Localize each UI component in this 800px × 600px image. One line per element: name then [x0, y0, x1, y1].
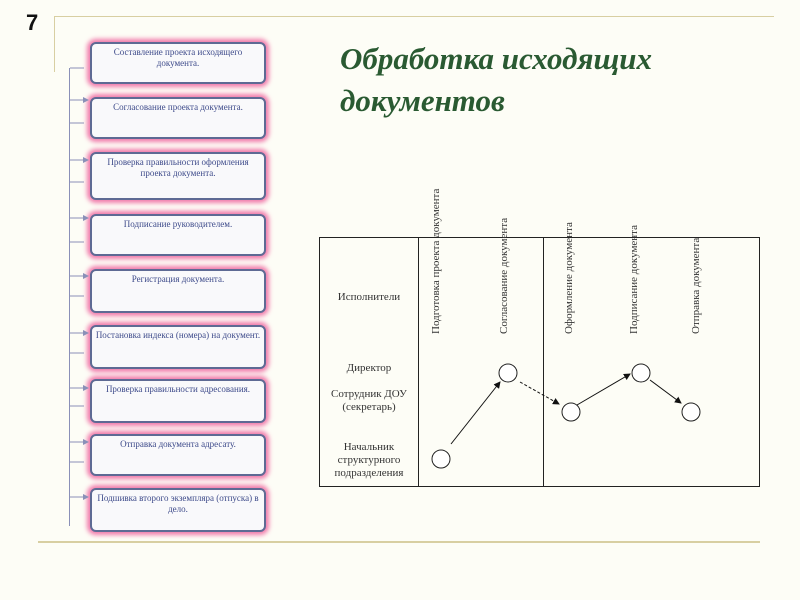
step-box: Подписание руководителем. [90, 214, 266, 256]
step-label: Подписание руководителем. [123, 219, 233, 229]
step-box: Согласование проекта документа. [90, 97, 266, 139]
row-label: Сотрудник ДОУ (секретарь) [331, 388, 407, 413]
flow-arrow [649, 379, 682, 404]
row-label: Начальник структурного подразделения [334, 441, 404, 479]
flow-node [431, 449, 451, 469]
step-label: Составление проекта исходящего документа… [113, 47, 243, 68]
step-box: Подшивка второго экземпляра (отпуска) в … [90, 488, 266, 532]
step-box: Постановка индекса (номера) на документ. [90, 325, 266, 369]
step-label: Регистрация документа. [131, 274, 225, 284]
slide-number: 7 [26, 10, 39, 35]
frame-bottom-line [38, 541, 760, 543]
flow-arrow [576, 373, 631, 406]
row-label: Директор [346, 362, 392, 374]
frame-left-line [54, 16, 55, 72]
table-divider [543, 238, 544, 486]
step-label: Проверка правильности адресования. [105, 384, 251, 394]
step-box: Регистрация документа. [90, 269, 266, 313]
flow-node [561, 402, 581, 422]
step-box: Проверка правильности оформления проекта… [90, 152, 266, 200]
step-label: Согласование проекта документа. [113, 102, 243, 112]
step-label: Подшивка второго экземпляра (отпуска) в … [97, 493, 259, 514]
step-label: Постановка индекса (номера) на документ. [95, 330, 261, 340]
flow-node [631, 363, 651, 383]
frame-top-line [54, 16, 774, 17]
flow-arrow [450, 381, 501, 445]
process-table: Исполнители Директор Сотрудник ДОУ (секр… [319, 189, 760, 487]
flow-node [681, 402, 701, 422]
flow-arrow [519, 381, 560, 405]
table-header-label: Исполнители [337, 291, 401, 303]
step-box: Отправка документа адресату. [90, 434, 266, 476]
step-label: Проверка правильности оформления проекта… [107, 157, 249, 178]
step-label: Отправка документа адресату. [120, 439, 236, 449]
slide-title: Обработка исходящих документов [340, 41, 653, 118]
table-divider [418, 238, 419, 486]
steps-axis-line [69, 68, 70, 526]
step-box: Составление проекта исходящего документа… [90, 42, 266, 84]
flow-node [498, 363, 518, 383]
step-box: Проверка правильности адресования. [90, 379, 266, 423]
